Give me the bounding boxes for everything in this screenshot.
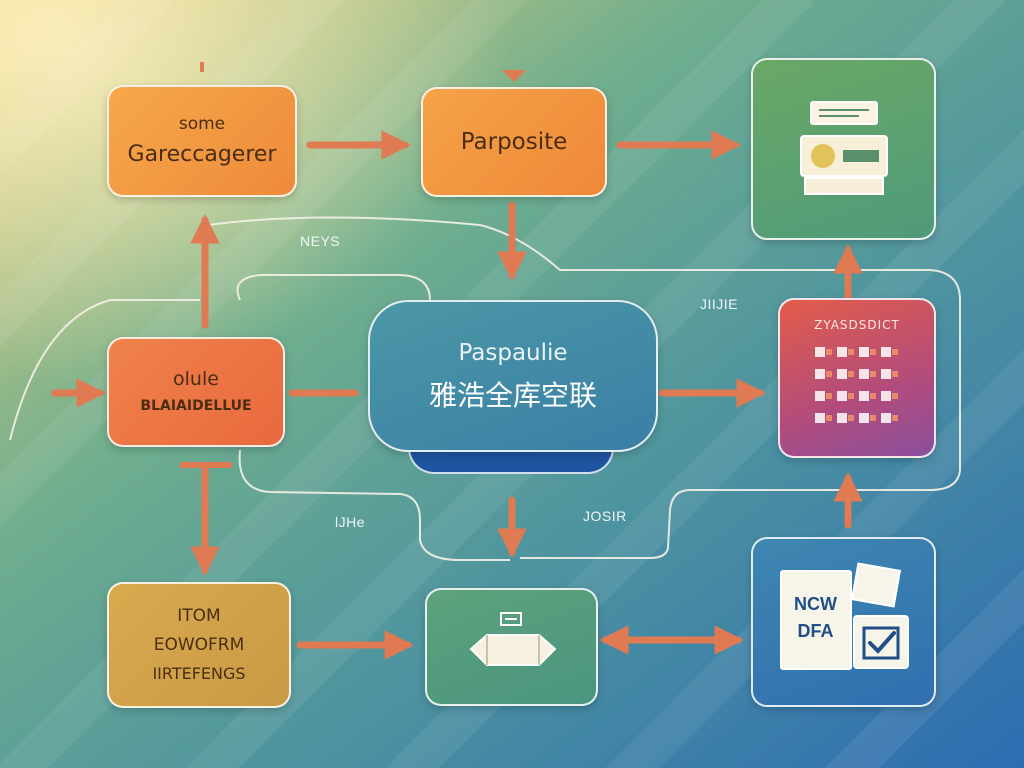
- node-paspaulie-line2: 雅浩全库空联: [428, 378, 597, 412]
- node-gareccagerer-line2: Gareccagerer: [127, 141, 277, 167]
- node-zyasdsdict-title: ZYASDSDICT: [814, 318, 900, 332]
- connector-label-lhe: lJHe: [335, 514, 366, 530]
- connector-label-josir: JOSIR: [583, 508, 627, 524]
- wire-left-loop: [9, 299, 200, 441]
- node-blaiaidellue-line1: olule: [173, 368, 219, 391]
- node-blaiaidellue[interactable]: olule BLAIAIDELLUE: [107, 337, 285, 447]
- projector-icon: [799, 101, 888, 195]
- node-itom-line2: EOWOFRM: [153, 635, 245, 655]
- hexagon-box-icon: [469, 612, 556, 666]
- node-gareccagerer[interactable]: some Gareccagerer: [107, 85, 297, 197]
- document-line1: NCW: [794, 594, 837, 614]
- node-hexagon-box[interactable]: [425, 588, 598, 706]
- node-projector[interactable]: [751, 58, 936, 240]
- document-sheet: NCW DFA: [779, 570, 852, 670]
- node-document-check[interactable]: NCW DFA: [751, 537, 936, 707]
- sticky-note: [850, 562, 901, 608]
- node-itom-line3: IIRTEFENGS: [152, 664, 246, 684]
- node-paspaulie-line1: Paspaulie: [458, 340, 568, 367]
- document-check-icon: NCW DFA: [774, 562, 914, 682]
- node-paspaulie[interactable]: Paspaulie 雅浩全库空联: [368, 300, 658, 452]
- node-blaiaidellue-line2: BLAIAIDELLUE: [140, 398, 252, 415]
- wire-lower-loop: [238, 449, 510, 561]
- checklist-icon: [815, 347, 898, 423]
- wire-top-loop: [207, 216, 961, 559]
- node-itom-line1: ITOM: [177, 605, 221, 626]
- node-parposite-label: Parposite: [460, 128, 568, 155]
- node-parposite[interactable]: Parposite: [421, 87, 607, 197]
- wire-mid-loop: [236, 274, 431, 301]
- document-line2: DFA: [797, 621, 834, 641]
- stub-top-mid: [502, 70, 526, 82]
- connector-label-neys: NEYS: [300, 233, 341, 249]
- node-itom[interactable]: ITOM EOWOFRM IIRTEFENGS: [107, 582, 291, 708]
- node-gareccagerer-line1: some: [178, 113, 226, 134]
- node-zyasdsdict[interactable]: ZYASDSDICT: [778, 298, 936, 458]
- connector-label-jiime: JIIJIE: [700, 296, 739, 312]
- checkbox-icon: [852, 615, 909, 669]
